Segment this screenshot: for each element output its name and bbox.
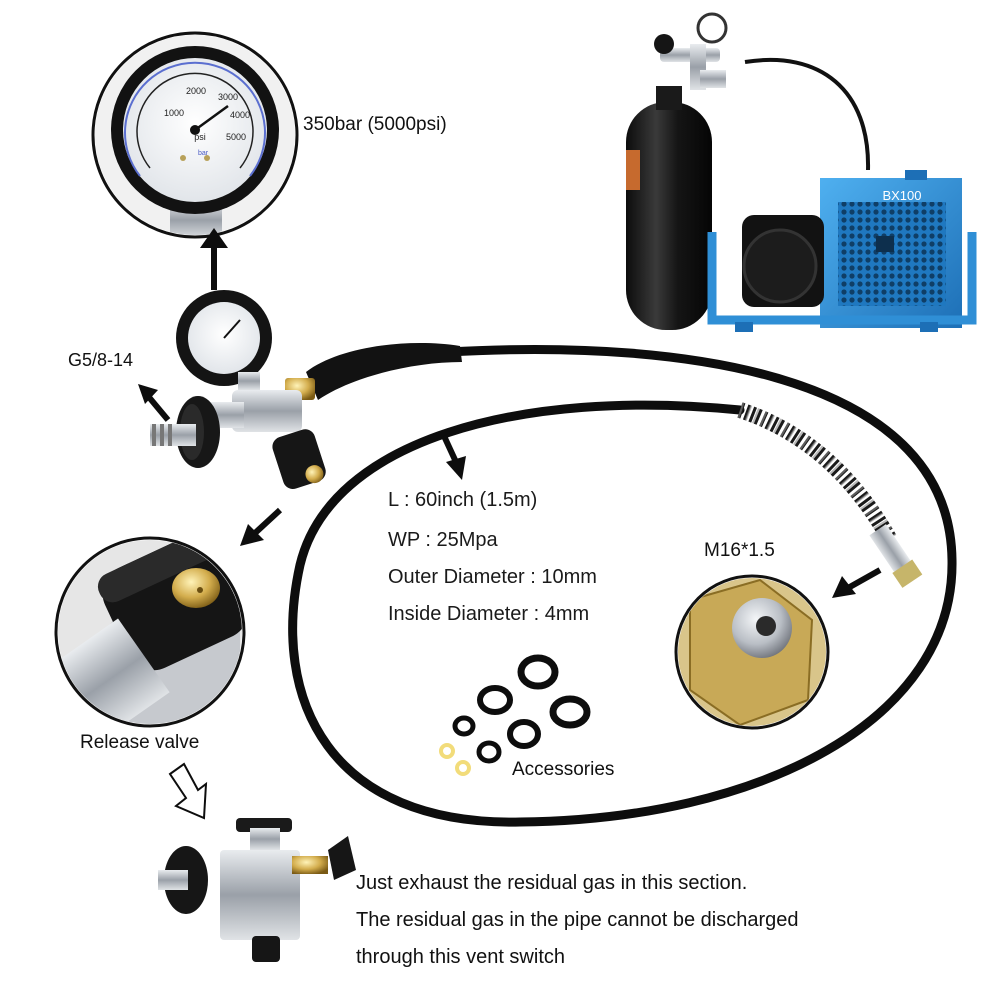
hose-line bbox=[288, 345, 957, 827]
accessories-orings bbox=[439, 654, 591, 776]
arrow-up-left-icon bbox=[138, 384, 171, 422]
arrow-down-left-icon bbox=[240, 507, 283, 546]
hose bbox=[288, 345, 957, 827]
gauge-tick-2000: 2000 bbox=[186, 86, 206, 96]
spec-length: L : 60inch (1.5m) bbox=[388, 489, 538, 511]
vent-valve-photo bbox=[158, 818, 356, 962]
accessories-label: Accessories bbox=[512, 759, 615, 780]
note-line-3: through this vent switch bbox=[356, 946, 565, 968]
release-valve-label: Release valve bbox=[80, 732, 200, 753]
arrow-down-left-fitting-icon bbox=[832, 567, 882, 598]
spec-outer-diameter: Outer Diameter : 10mm bbox=[388, 566, 597, 588]
fitting-detail-callout bbox=[674, 574, 830, 730]
compressor-brand-text: BX100 bbox=[882, 188, 921, 203]
arrow-down-right-icon bbox=[441, 434, 466, 480]
release-valve-callout bbox=[54, 536, 246, 728]
gauge-tick-3000: 3000 bbox=[218, 92, 238, 102]
fitting-label: M16*1.5 bbox=[704, 540, 775, 561]
gauge-unit-bar: bar bbox=[198, 150, 209, 157]
gauge-tick-1000: 1000 bbox=[164, 108, 184, 118]
gauge-needle bbox=[194, 104, 229, 132]
gauge-pressure-label: 350bar (5000psi) bbox=[303, 114, 447, 135]
arrow-up-icon bbox=[200, 228, 228, 290]
callout-arrows bbox=[138, 228, 882, 820]
valve-assembly bbox=[150, 290, 462, 490]
hollow-arrow-down-icon bbox=[168, 762, 208, 820]
thread-inlet-label: G5/8-14 bbox=[68, 350, 134, 370]
note-line-1: Just exhaust the residual gas in this se… bbox=[356, 872, 748, 894]
note-line-2: The residual gas in the pipe cannot be d… bbox=[356, 909, 799, 931]
compressor-photo: BX100 bbox=[626, 12, 977, 332]
spec-working-pressure: WP : 25Mpa bbox=[388, 529, 498, 551]
gauge-detail-callout: 1000 2000 3000 4000 5000 psi bar bbox=[91, 31, 299, 239]
gauge-tick-5000: 5000 bbox=[226, 132, 246, 142]
spec-inside-diameter: Inside Diameter : 4mm bbox=[388, 603, 590, 625]
gauge-unit-psi: psi bbox=[194, 132, 206, 142]
gauge-tick-4000: 4000 bbox=[230, 110, 250, 120]
